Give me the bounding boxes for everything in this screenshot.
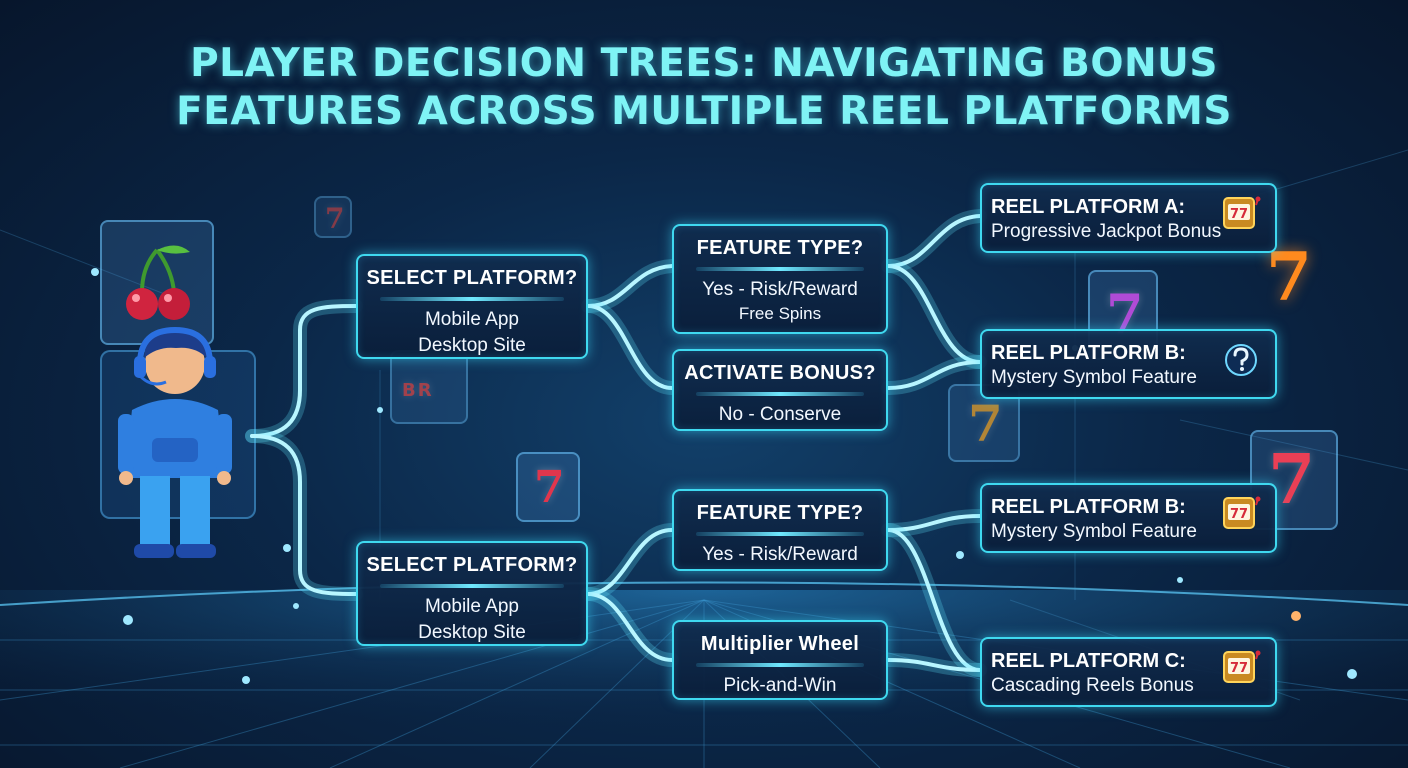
reel-platform-a-node: REEL PLATFORM A: Progressive Jackpot Bon… [980, 183, 1277, 253]
seven-glyph: 7 [534, 462, 565, 513]
seven-glyph: 7 [968, 394, 1003, 453]
node-title: FEATURE TYPE? [696, 237, 864, 259]
slot-machine-icon: 77 [1223, 496, 1261, 529]
connector-branch [886, 514, 982, 532]
bar-symbol-glyph: BR [402, 380, 434, 401]
connector-branch [586, 592, 674, 662]
node-option: Mobile App [424, 309, 519, 330]
slot-machine-icon: 77 [1223, 650, 1261, 683]
node-divider [696, 392, 864, 396]
node-option: Desktop Site [418, 622, 526, 643]
platform-title: REEL PLATFORM B: [991, 342, 1186, 364]
node-option: Yes - Risk/Reward [702, 544, 858, 565]
platform-title: REEL PLATFORM B: [991, 496, 1186, 518]
platform-feature: Mystery Symbol Feature [991, 367, 1197, 388]
slot-reels-text: 77 [1230, 507, 1248, 522]
slot-reels-text: 77 [1230, 661, 1248, 676]
connector-branch [586, 528, 674, 596]
connector-branch [886, 360, 982, 390]
title-line-2: FEATURES ACROSS MULTIPLE REEL PLATFORMS [176, 89, 1232, 134]
feature-type-node-top: FEATURE TYPE? Yes - Risk/Reward Free Spi… [672, 224, 888, 334]
node-title: SELECT PLATFORM? [366, 267, 578, 289]
select-platform-node-bottom: SELECT PLATFORM? Mobile App Desktop Site [356, 541, 588, 646]
page-title: PLAYER DECISION TREES: NAVIGATING BONUS … [0, 40, 1408, 136]
horizon-line [0, 581, 1408, 606]
connector-branch [886, 214, 982, 268]
node-option: Mobile App [424, 596, 519, 617]
node-title: SELECT PLATFORM? [366, 554, 578, 576]
platform-feature: Progressive Jackpot Bonus [991, 221, 1222, 242]
node-divider [696, 267, 864, 271]
cherry-card [100, 220, 214, 345]
platform-title: REEL PLATFORM A: [991, 196, 1186, 218]
reel-platform-b-node-bottom: REEL PLATFORM B: Mystery Symbol Feature … [980, 483, 1277, 553]
connector-branch [886, 264, 982, 364]
faded-seven-card: 7 [314, 196, 352, 238]
title-line-1: PLAYER DECISION TREES: NAVIGATING BONUS [190, 41, 1218, 86]
connector-branch [586, 304, 674, 390]
node-option: Yes - Risk/Reward [702, 279, 858, 300]
platform-title: REEL PLATFORM C: [991, 650, 1186, 672]
connector-trunk-glow [245, 429, 363, 601]
question-mark-icon [1225, 344, 1257, 376]
cherry-icon [126, 245, 190, 320]
node-divider [696, 663, 864, 667]
node-option: No - Conserve [718, 404, 842, 425]
slot-reels-text: 77 [1230, 207, 1248, 222]
player-avatar [118, 326, 232, 558]
connector-branch [886, 658, 982, 672]
connector-branch [886, 528, 982, 672]
slot-machine-icon: 77 [1223, 196, 1261, 229]
node-divider [380, 584, 564, 588]
node-title: FEATURE TYPE? [696, 502, 864, 524]
connector-trunk [250, 304, 358, 438]
node-option: Free Spins [738, 304, 822, 323]
reel-platform-b-node-top: REEL PLATFORM B: Mystery Symbol Feature [980, 329, 1277, 399]
connector-branch [586, 264, 674, 308]
reel-platform-c-node: REEL PLATFORM C: Cascading Reels Bonus 7… [980, 637, 1277, 707]
feature-type-node-bottom: FEATURE TYPE? Yes - Risk/Reward [672, 489, 888, 571]
node-divider [380, 297, 564, 301]
platform-feature: Mystery Symbol Feature [991, 521, 1197, 542]
multiplier-wheel-node: Multiplier Wheel Pick-and-Win [672, 620, 888, 700]
node-option: Pick-and-Win [723, 675, 837, 696]
connector-trunk-glow [245, 299, 363, 443]
node-title: Multiplier Wheel [700, 633, 860, 655]
platform-feature: Cascading Reels Bonus [991, 675, 1194, 696]
connector-trunk [250, 434, 358, 596]
seven-glyph: 7 [325, 202, 345, 235]
seven-card-left: 7 [516, 452, 580, 522]
node-title: ACTIVATE BONUS? [684, 362, 876, 384]
activate-bonus-node: ACTIVATE BONUS? No - Conserve [672, 349, 888, 431]
select-platform-node-top: SELECT PLATFORM? Mobile App Desktop Site [356, 254, 588, 359]
node-option: Desktop Site [418, 335, 526, 356]
node-divider [696, 532, 864, 536]
